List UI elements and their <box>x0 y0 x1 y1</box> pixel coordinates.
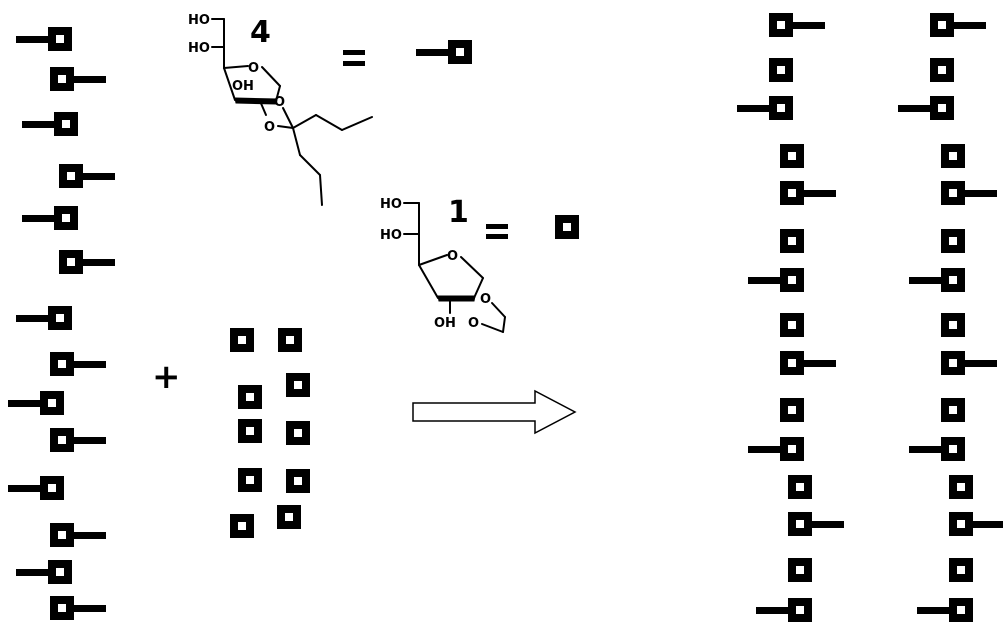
square-with-bar-icon <box>769 13 825 37</box>
square-icon <box>780 313 804 337</box>
square-with-bar-icon <box>50 523 106 547</box>
square-with-bar-icon <box>50 596 106 620</box>
mol4-label-ring-o: O <box>248 61 259 76</box>
square-with-bar-icon <box>22 206 78 230</box>
glyph-layer <box>8 13 1003 622</box>
molecule-1-structure: HO HO O OH O O 1 <box>380 195 506 333</box>
square-with-bar-icon <box>941 351 997 375</box>
square-icon <box>277 505 301 529</box>
square-icon <box>780 229 804 253</box>
square-with-bar-icon <box>50 67 106 91</box>
mol1-label-ring-o: O <box>447 249 458 264</box>
square-with-bar-icon <box>909 268 965 292</box>
molecule-4-structure: HO HO O OH O O 4 <box>188 13 373 206</box>
square-with-bar-icon <box>416 40 472 64</box>
molecule-1-number: 1 <box>448 195 469 230</box>
square-with-bar-icon <box>949 512 1003 536</box>
square-icon <box>230 328 254 352</box>
mol4-label-ho-top: HO <box>188 13 210 28</box>
square-with-bar-icon <box>50 428 106 452</box>
mol1-label-o-lower: O <box>468 316 479 331</box>
square-icon <box>278 328 302 352</box>
square-icon <box>286 373 310 397</box>
square-with-bar-icon <box>16 560 72 584</box>
square-with-bar-icon <box>909 437 965 461</box>
square-icon <box>286 421 310 445</box>
square-icon <box>930 58 954 82</box>
plus-sign: + <box>152 357 181 397</box>
square-with-bar-icon <box>16 27 72 51</box>
square-icon <box>780 398 804 422</box>
mol4-label-oh: OH <box>232 79 254 94</box>
hollow-right-arrow-icon <box>412 389 577 435</box>
square-icon <box>941 229 965 253</box>
square-with-bar-icon <box>780 181 836 205</box>
square-with-bar-icon <box>748 437 804 461</box>
square-with-bar-icon <box>59 250 115 274</box>
equals-icon <box>343 50 365 66</box>
molecule-4-number: 4 <box>250 15 271 50</box>
square-with-bar-icon <box>748 268 804 292</box>
square-with-bar-icon <box>941 181 997 205</box>
square-with-bar-icon <box>16 306 72 330</box>
square-icon <box>286 469 310 493</box>
square-with-bar-icon <box>59 164 115 188</box>
square-icon <box>941 398 965 422</box>
mol1-label-o-right: O <box>480 292 491 307</box>
square-with-bar-icon <box>756 598 812 622</box>
square-with-bar-icon <box>8 391 64 415</box>
mol1-label-ho-bottom: HO <box>380 228 402 243</box>
square-icon <box>941 313 965 337</box>
square-icon <box>780 144 804 168</box>
square-icon <box>941 144 965 168</box>
square-icon <box>555 215 579 239</box>
square-icon <box>949 558 973 582</box>
square-with-bar-icon <box>930 13 986 37</box>
square-with-bar-icon <box>917 598 973 622</box>
equals-icon <box>486 224 508 239</box>
mol4-label-o-lower: O <box>264 120 275 135</box>
mol4-label-o-right: O <box>274 95 285 110</box>
mol4-label-ho-bottom: HO <box>188 41 210 56</box>
mol1-label-oh: OH <box>434 316 456 331</box>
square-icon <box>788 558 812 582</box>
mol1-label-ho-top: HO <box>380 197 402 212</box>
square-icon <box>238 468 262 492</box>
square-icon <box>949 475 973 499</box>
square-with-bar-icon <box>50 352 106 376</box>
square-icon <box>230 514 254 538</box>
square-with-bar-icon <box>898 96 954 120</box>
square-icon <box>788 475 812 499</box>
square-icon <box>238 419 262 443</box>
square-with-bar-icon <box>780 351 836 375</box>
square-icon <box>769 58 793 82</box>
square-with-bar-icon <box>788 512 844 536</box>
square-with-bar-icon <box>737 96 793 120</box>
square-with-bar-icon <box>8 476 64 500</box>
square-icon <box>238 385 262 409</box>
square-with-bar-icon <box>22 112 78 136</box>
